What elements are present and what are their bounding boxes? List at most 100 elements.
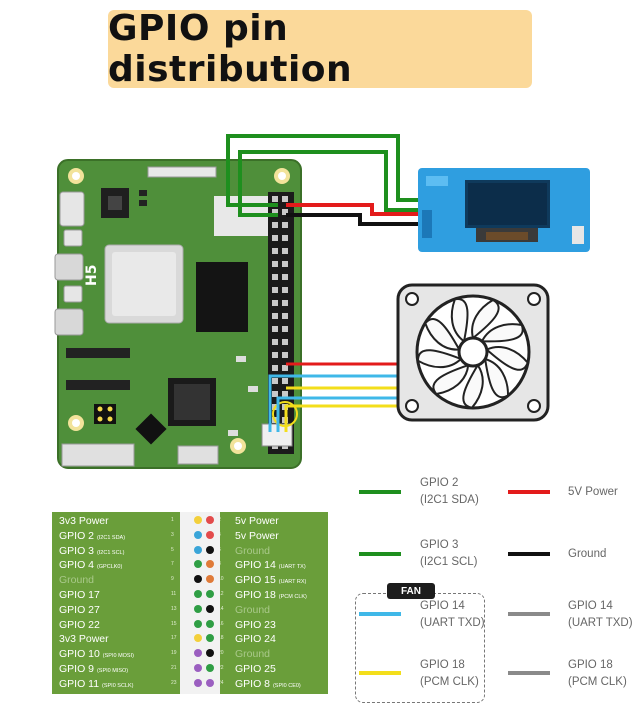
pin-dot [194,545,202,554]
legend-grey-gpio18-func: (PCM CLK) [568,676,627,688]
pin-left-label: GPIO 17 [59,589,100,601]
fan-blade [450,298,469,344]
pin-number-right: 24 [218,679,224,686]
pin-right-label: GPIO 23 [235,619,276,631]
pin-dot [194,575,202,584]
pin-right-name: GPIO 15 [235,574,276,587]
pin-dot [194,560,202,569]
pin-dot [206,575,214,584]
pin-dot [206,530,214,539]
header-pin [272,391,278,397]
pin-right-label: GPIO 15 (UART RX) [235,574,306,586]
pin-left-name: GPIO 22 [59,618,100,631]
pin-left-name: Ground [59,574,95,587]
fan-blade [432,363,470,396]
wire-gpio2-sda [226,134,418,207]
header-pin [272,209,278,215]
pin-right-name: Ground [235,544,271,557]
pin-left-label: Ground [59,574,94,586]
gpio-header [268,192,294,454]
header-pin [272,287,278,293]
legend-grey-gpio18: GPIO 18 (PCM CLK) [568,657,627,691]
pin-dot [206,634,214,643]
pin-right-name: GPIO 14 [235,559,276,572]
pin-left-name: GPIO 17 [59,589,100,601]
pin-number-right: 12 [218,591,224,597]
pin-right-name: 5v Power [235,529,279,542]
pin-number-left: 23 [171,679,177,686]
pin-right-label: GPIO 8 (SPI0 CE0) [235,678,301,690]
pin-right-label: Ground [235,648,270,660]
pin-left-function: (I2C1 SDA) [96,534,126,541]
header-pin [272,248,278,254]
legend-fan-gpio18-func: (PCM CLK) [420,676,479,688]
header-pin [272,326,278,332]
pin-left-function: (I2C1 SCL) [96,549,125,556]
legend-gpio2-func: (I2C1 SDA) [420,494,479,506]
title-banner: GPIO pin distribution [108,8,532,90]
pin-right-name: Ground [235,648,271,661]
pin-dot [194,604,202,613]
pin-number-left: 5 [171,546,174,553]
header-pin [272,300,278,306]
header-pin [272,365,278,371]
fan-blade [483,357,510,399]
header-pin [272,261,278,267]
pin-number-left: 1 [171,517,174,523]
pin-right-label: 5v Power [235,515,279,527]
pin-dot [206,590,214,598]
pin-left-label: 3v3 Power [59,633,109,645]
page-title: GPIO pin distribution [108,8,353,90]
pin-left-name: GPIO 2 [59,529,95,542]
pin-right-label: GPIO 14 (UART TX) [235,559,306,571]
fan-wires [268,362,405,432]
wire-fan-gpio14 [268,374,405,432]
pin-number-left: 9 [171,576,174,583]
header-pin [282,365,288,371]
pin-dot [194,590,202,598]
header-pin [282,300,288,306]
pcie-connector [61,443,135,467]
pin-dot [206,516,214,524]
small-chip [135,413,167,445]
pin-left-label: 3v3 Power [59,515,109,527]
pin-left-label: GPIO 10 (SPI0 MOSI) [59,648,134,660]
header-pin [282,313,288,319]
fan-blade [424,318,461,351]
pin-number-left: 11 [171,591,177,597]
oled-display [418,168,590,252]
legend-gpio3: GPIO 3 (I2C1 SCL) [420,537,478,571]
header-pin [272,378,278,384]
usb-c-port [59,191,85,227]
pin-number-right: 18 [218,635,224,642]
legend-line-fan-gpio14 [359,612,401,616]
pin-right-function: (PCM CLK) [278,594,307,600]
pin-number-left: 15 [171,620,177,627]
pin-dot [206,649,214,658]
pin-number-right: 10 [218,576,224,583]
pin-number-left: 7 [171,561,174,568]
legend-ground: Ground [568,548,607,560]
fan-blade [480,323,524,343]
pin-number-right: 22 [218,665,224,671]
pin-number-right: 16 [218,620,224,627]
header-pin [272,274,278,280]
pin-strip [180,512,220,694]
pin-left-label: GPIO 11 (SPI0 SCLK) [59,678,133,690]
pin-dot [206,664,214,672]
pin-dot [194,634,202,643]
pin-dot [194,516,202,524]
micro-hdmi-port [54,308,84,336]
pin-dot [194,678,202,687]
fan-tag: FAN [387,583,435,599]
legend-line-gpio2 [359,490,401,494]
pin-right-function: (UART TX) [278,564,306,571]
pin-table-row: GPIO 22 15 16 GPIO 23 [52,618,328,633]
pin-number-left: 3 [171,531,174,538]
micro-hdmi-port [54,253,84,281]
legend-gpio3-name: GPIO 3 [420,539,459,551]
pin-left-function: (SPI0 MOSI) [102,653,134,660]
pin-right-name: GPIO 18 [235,589,276,601]
